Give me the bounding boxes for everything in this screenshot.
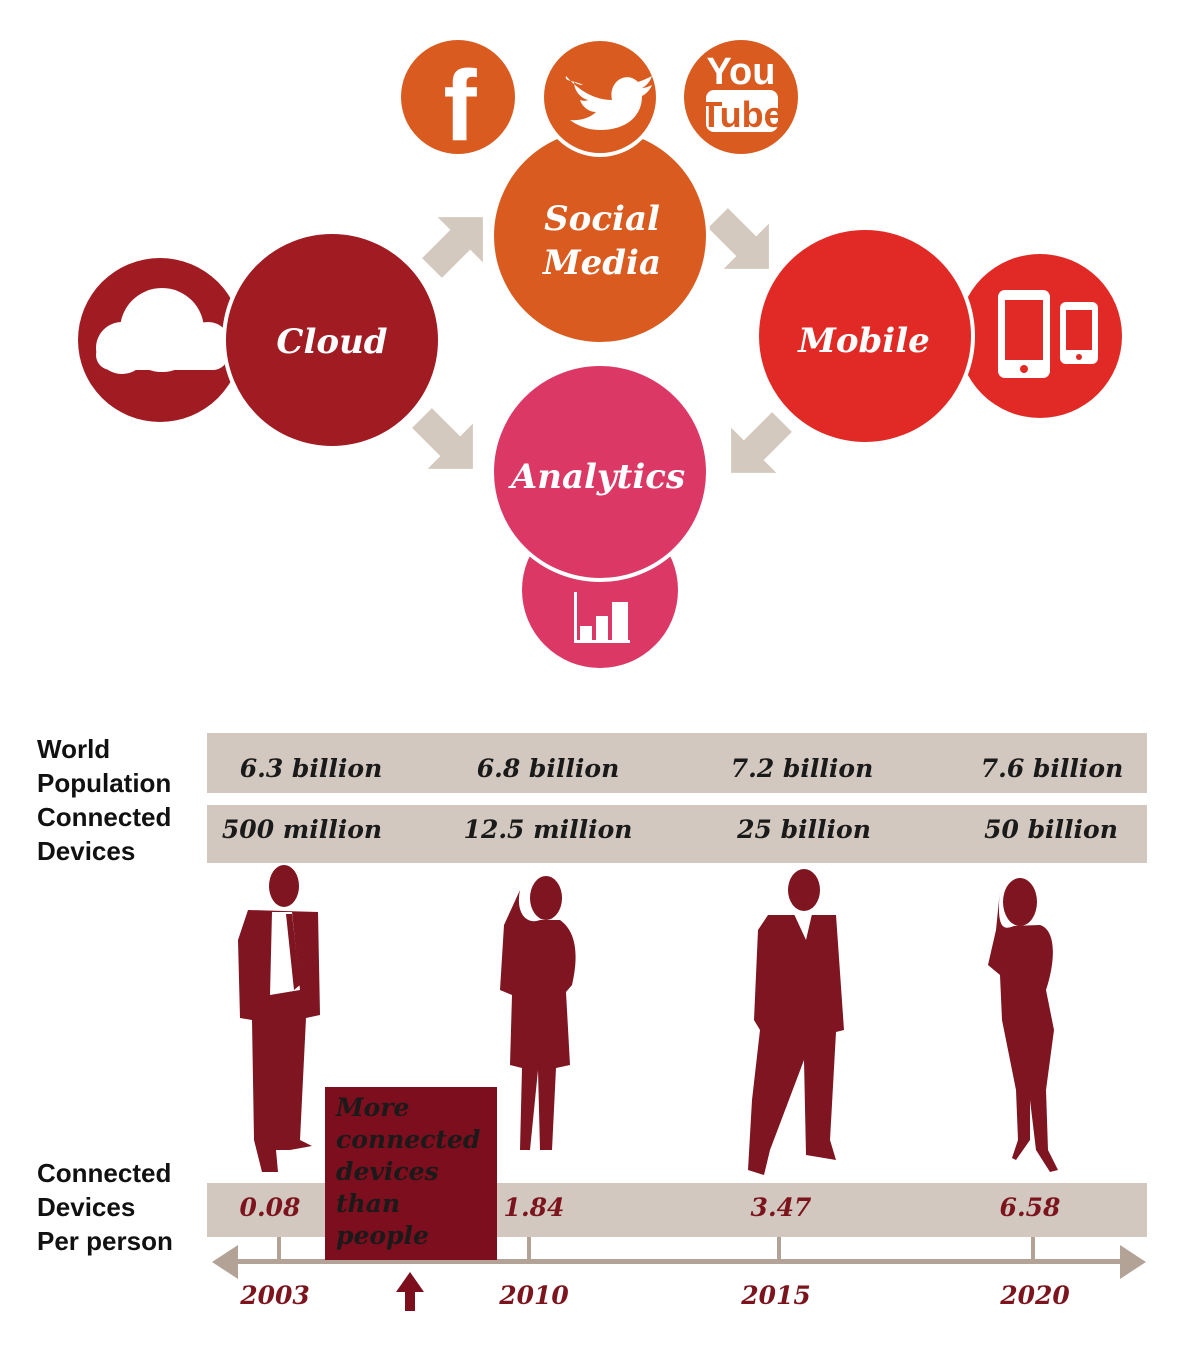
per-person-value: 0.08 [240,1193,301,1222]
flow-arrows [412,208,792,473]
label-pp-connected: Connected [37,1158,171,1188]
connected-devices-value: 500 million [222,815,382,844]
year-label: 2015 [740,1281,811,1310]
timeline [212,1237,1146,1279]
per-person-value: 1.84 [504,1193,565,1222]
twitter-icon [565,76,652,130]
mobile-label: Mobile [797,321,930,361]
year-label: 2003 [239,1281,310,1310]
people-silhouettes [238,865,1058,1175]
callout-text-line: than [336,1189,400,1218]
cloud-hub [222,230,442,450]
person-2010-silhouette [500,876,576,1150]
callout-up-arrow [396,1272,424,1311]
mobile-devices-icon [998,290,1098,378]
analytics-hub [490,362,710,582]
youtube-icon-box [706,90,778,132]
youtube-icon-tube: Tube [700,94,783,135]
world-population-value: 6.8 billion [477,754,620,783]
person-2003-silhouette [238,865,320,1172]
label-population: Population [37,768,171,798]
connected-devices-value: 12.5 million [464,815,633,844]
facebook-icon: f [443,50,477,162]
connected-devices-value: 25 billion [736,815,871,844]
year-label: 2020 [999,1281,1070,1310]
label-pp-per-person: Per person [37,1226,173,1256]
per-person-value: 3.47 [751,1193,812,1222]
cloud-icon [96,288,230,374]
callout-text-line: connected [336,1125,480,1154]
twitter-circle [540,37,660,157]
label-connected: Connected [37,802,171,832]
social-label-line1: Social [544,199,660,239]
arrow-cloud-to-social [422,217,483,278]
world-population-value: 6.3 billion [240,754,383,783]
timeline-left-arrow [212,1245,238,1279]
cloud-label: Cloud [276,322,387,362]
connected-devices-band [207,805,1147,863]
connected-devices-value: 50 billion [984,815,1118,844]
arrow-social-to-mobile [708,208,769,269]
callout-text-line: More [335,1093,409,1122]
arrow-cloud-to-analytics [412,408,473,469]
facebook-circle [401,40,515,154]
callout-box [325,1087,497,1260]
analytics-label: Analytics [508,457,685,497]
callout-text-line: people [336,1221,429,1250]
person-2020-silhouette [988,878,1058,1172]
year-label: 2010 [498,1281,569,1310]
social-label-line2: Media [542,243,661,283]
bar-chart-icon [574,592,630,643]
world-population-value: 7.6 billion [981,754,1124,783]
person-2015-silhouette [748,869,844,1175]
label-devices: Devices [37,836,135,866]
timeline-right-arrow [1120,1245,1146,1279]
world-population-value: 7.2 billion [731,754,874,783]
per-person-value: 6.58 [1000,1193,1061,1222]
label-world: World [37,734,110,764]
arrow-mobile-to-analytics [731,412,792,473]
youtube-icon-you: You [707,51,776,93]
callout-text-line: devices [336,1157,439,1186]
world-population-band [207,733,1147,793]
label-pp-devices: Devices [37,1192,135,1222]
mobile-hub [755,226,975,446]
